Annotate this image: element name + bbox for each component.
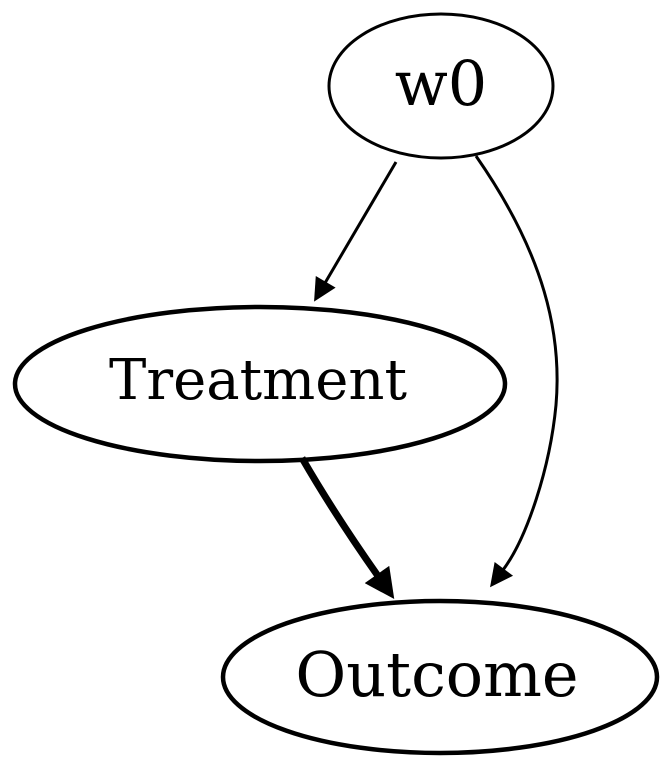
edge-treatment-to-outcome (298, 456, 395, 600)
node-treatment-label: Treatment (109, 348, 407, 413)
node-outcome-ellipse (220, 598, 660, 756)
node-outcome-label: Outcome (295, 638, 578, 711)
node-w0-label: w0 (395, 47, 488, 120)
edge-w0-to-treatment (314, 161, 398, 302)
node-w0-ellipse (327, 12, 555, 160)
edge-w0-to-outcome (474, 155, 559, 588)
node-treatment-ellipse (12, 304, 508, 464)
